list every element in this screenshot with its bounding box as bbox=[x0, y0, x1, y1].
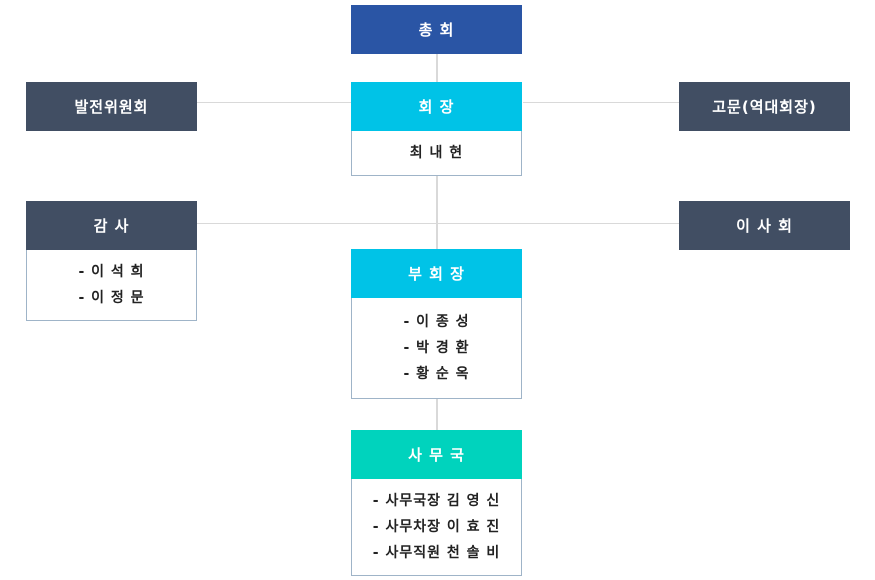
connector-auditors-board bbox=[197, 223, 679, 224]
secretariat-box: 사 무 국 bbox=[351, 430, 522, 479]
vice-president-member: - 이 종 성 bbox=[403, 314, 470, 330]
auditors-members-panel: - 이 석 희 - 이 정 문 bbox=[26, 250, 197, 321]
connector-development-committee bbox=[197, 102, 351, 103]
vice-president-member: - 황 순 옥 bbox=[403, 366, 470, 382]
advisors-box: 고문(역대회장) bbox=[679, 82, 850, 131]
auditors-box: 감 사 bbox=[26, 201, 197, 250]
connector-vertical-mid bbox=[436, 176, 438, 249]
board-box: 이 사 회 bbox=[679, 201, 850, 250]
general-assembly-box: 총 회 bbox=[351, 5, 522, 54]
secretariat-member: - 사무직원 천 솔 비 bbox=[372, 545, 501, 561]
vice-president-members-panel: - 이 종 성 - 박 경 환 - 황 순 옥 bbox=[351, 298, 522, 399]
connector-advisors bbox=[523, 102, 679, 103]
development-committee-box: 발전위원회 bbox=[26, 82, 197, 131]
secretariat-member: - 사무국장 김 영 신 bbox=[372, 493, 501, 509]
connector-vertical-top bbox=[436, 54, 438, 82]
vice-president-box: 부 회 장 bbox=[351, 249, 522, 298]
secretariat-members-panel: - 사무국장 김 영 신 - 사무차장 이 효 진 - 사무직원 천 솔 비 bbox=[351, 479, 522, 576]
president-box: 회 장 bbox=[351, 82, 522, 131]
connector-vertical-bottom bbox=[436, 399, 438, 430]
auditor-member: - 이 정 문 bbox=[78, 290, 145, 306]
vice-president-member: - 박 경 환 bbox=[403, 340, 470, 356]
president-members-panel: 최 내 현 bbox=[351, 131, 522, 176]
president-member: 최 내 현 bbox=[409, 145, 464, 161]
secretariat-member: - 사무차장 이 효 진 bbox=[372, 519, 501, 535]
auditor-member: - 이 석 희 bbox=[78, 264, 145, 280]
